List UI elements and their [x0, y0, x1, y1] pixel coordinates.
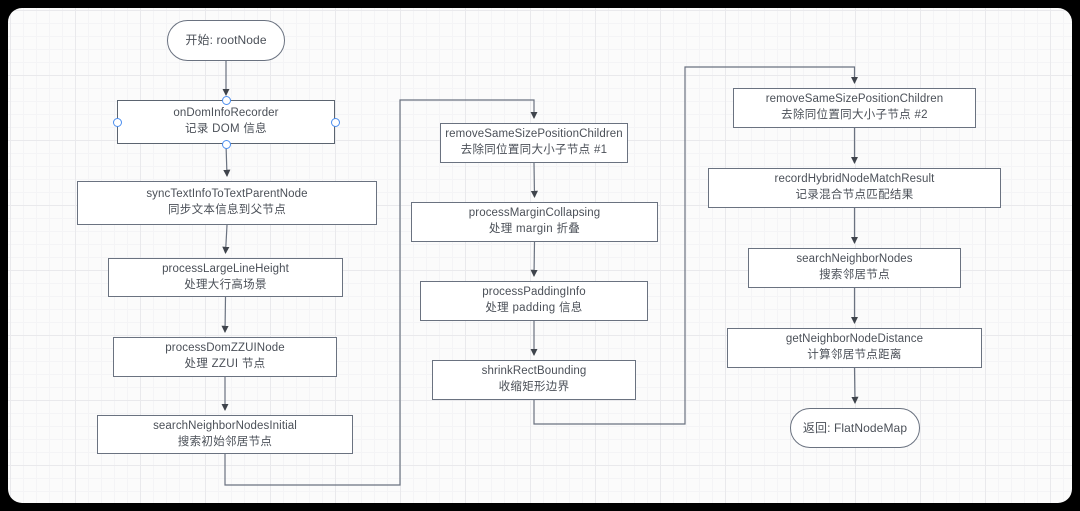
flow-node-title: processMarginCollapsing — [469, 206, 600, 222]
flow-node-title: searchNeighborNodesInitial — [153, 419, 297, 435]
flow-node-subtitle: 去除同位置同大小子节点 #1 — [461, 143, 608, 159]
flow-node-searchNeighborNodes[interactable]: searchNeighborNodes搜索邻居节点 — [748, 248, 961, 288]
flow-node-subtitle: 记录混合节点匹配结果 — [796, 188, 914, 204]
resize-handle-top[interactable] — [222, 96, 231, 105]
flow-node-title: processPaddingInfo — [482, 285, 585, 301]
flow-node-title: removeSameSizePositionChildren — [445, 127, 623, 143]
flow-node-title: recordHybridNodeMatchResult — [775, 172, 935, 188]
flow-edge-e7[interactable] — [534, 163, 535, 197]
flow-node-subtitle: 处理 margin 折叠 — [489, 222, 580, 238]
resize-handle-right[interactable] — [331, 118, 340, 127]
flow-node-onDomInfoRecorder[interactable]: onDomInfoRecorder记录 DOM 信息 — [117, 100, 335, 144]
flow-node-start[interactable]: 开始: rootNode — [167, 20, 285, 61]
flow-node-title: getNeighborNodeDistance — [786, 332, 923, 348]
flow-edge-e2[interactable] — [226, 144, 227, 176]
flow-node-subtitle: 搜索邻居节点 — [819, 268, 890, 284]
flow-edge-e8[interactable] — [534, 242, 535, 276]
flow-edge-e14[interactable] — [855, 368, 856, 403]
flow-node-title: shrinkRectBounding — [482, 364, 587, 380]
flow-node-subtitle: 去除同位置同大小子节点 #2 — [781, 108, 928, 124]
flow-edge-e3[interactable] — [226, 225, 228, 253]
flow-node-title: searchNeighborNodes — [796, 252, 912, 268]
flow-node-processMarginCollapsing[interactable]: processMarginCollapsing处理 margin 折叠 — [411, 202, 658, 242]
flow-node-removeSameSizePositionChildren1[interactable]: removeSameSizePositionChildren去除同位置同大小子节… — [440, 123, 628, 163]
flow-node-processLargeLineHeight[interactable]: processLargeLineHeight处理大行高场景 — [108, 258, 343, 297]
flowchart-canvas[interactable]: 开始: rootNode onDomInfoRecorder记录 DOM 信息 sy… — [8, 8, 1072, 503]
flow-node-end[interactable]: 返回: FlatNodeMap — [790, 408, 920, 448]
flow-node-subtitle: 计算邻居节点距离 — [807, 348, 901, 364]
flow-node-processDomZZUINode[interactable]: processDomZZUINode处理 ZZUI 节点 — [113, 337, 337, 377]
flow-node-subtitle: 处理 ZZUI 节点 — [185, 357, 266, 373]
resize-handle-left[interactable] — [113, 118, 122, 127]
flow-node-subtitle: 处理 padding 信息 — [485, 301, 582, 317]
flow-node-title: processDomZZUINode — [165, 341, 284, 357]
flow-node-removeSameSizePositionChildren2[interactable]: removeSameSizePositionChildren去除同位置同大小子节… — [733, 88, 976, 128]
flow-node-title: onDomInfoRecorder — [173, 106, 278, 122]
flow-node-subtitle: 收缩矩形边界 — [499, 380, 570, 396]
flow-node-subtitle: 搜索初始邻居节点 — [178, 435, 272, 451]
flow-node-title: removeSameSizePositionChildren — [766, 92, 944, 108]
flow-node-title: 开始: rootNode — [185, 32, 266, 48]
flow-node-recordHybridNodeMatchResult[interactable]: recordHybridNodeMatchResult记录混合节点匹配结果 — [708, 168, 1001, 208]
resize-handle-bottom[interactable] — [222, 140, 231, 149]
flow-node-title: 返回: FlatNodeMap — [803, 420, 907, 436]
flow-node-processPaddingInfo[interactable]: processPaddingInfo处理 padding 信息 — [420, 281, 648, 321]
flow-node-title: syncTextInfoToTextParentNode — [146, 187, 307, 203]
flow-node-shrinkRectBounding[interactable]: shrinkRectBounding收缩矩形边界 — [432, 360, 636, 400]
flow-node-syncTextInfoToTextParentNode[interactable]: syncTextInfoToTextParentNode同步文本信息到父节点 — [77, 181, 377, 225]
flow-node-title: processLargeLineHeight — [162, 262, 289, 278]
flow-node-subtitle: 处理大行高场景 — [184, 278, 267, 294]
flow-node-subtitle: 同步文本信息到父节点 — [168, 203, 286, 219]
flow-node-subtitle: 记录 DOM 信息 — [185, 122, 267, 138]
flow-node-searchNeighborNodesInitial[interactable]: searchNeighborNodesInitial搜索初始邻居节点 — [97, 415, 353, 454]
flow-node-getNeighborNodeDistance[interactable]: getNeighborNodeDistance计算邻居节点距离 — [727, 328, 982, 368]
flow-edge-e4[interactable] — [225, 297, 226, 332]
